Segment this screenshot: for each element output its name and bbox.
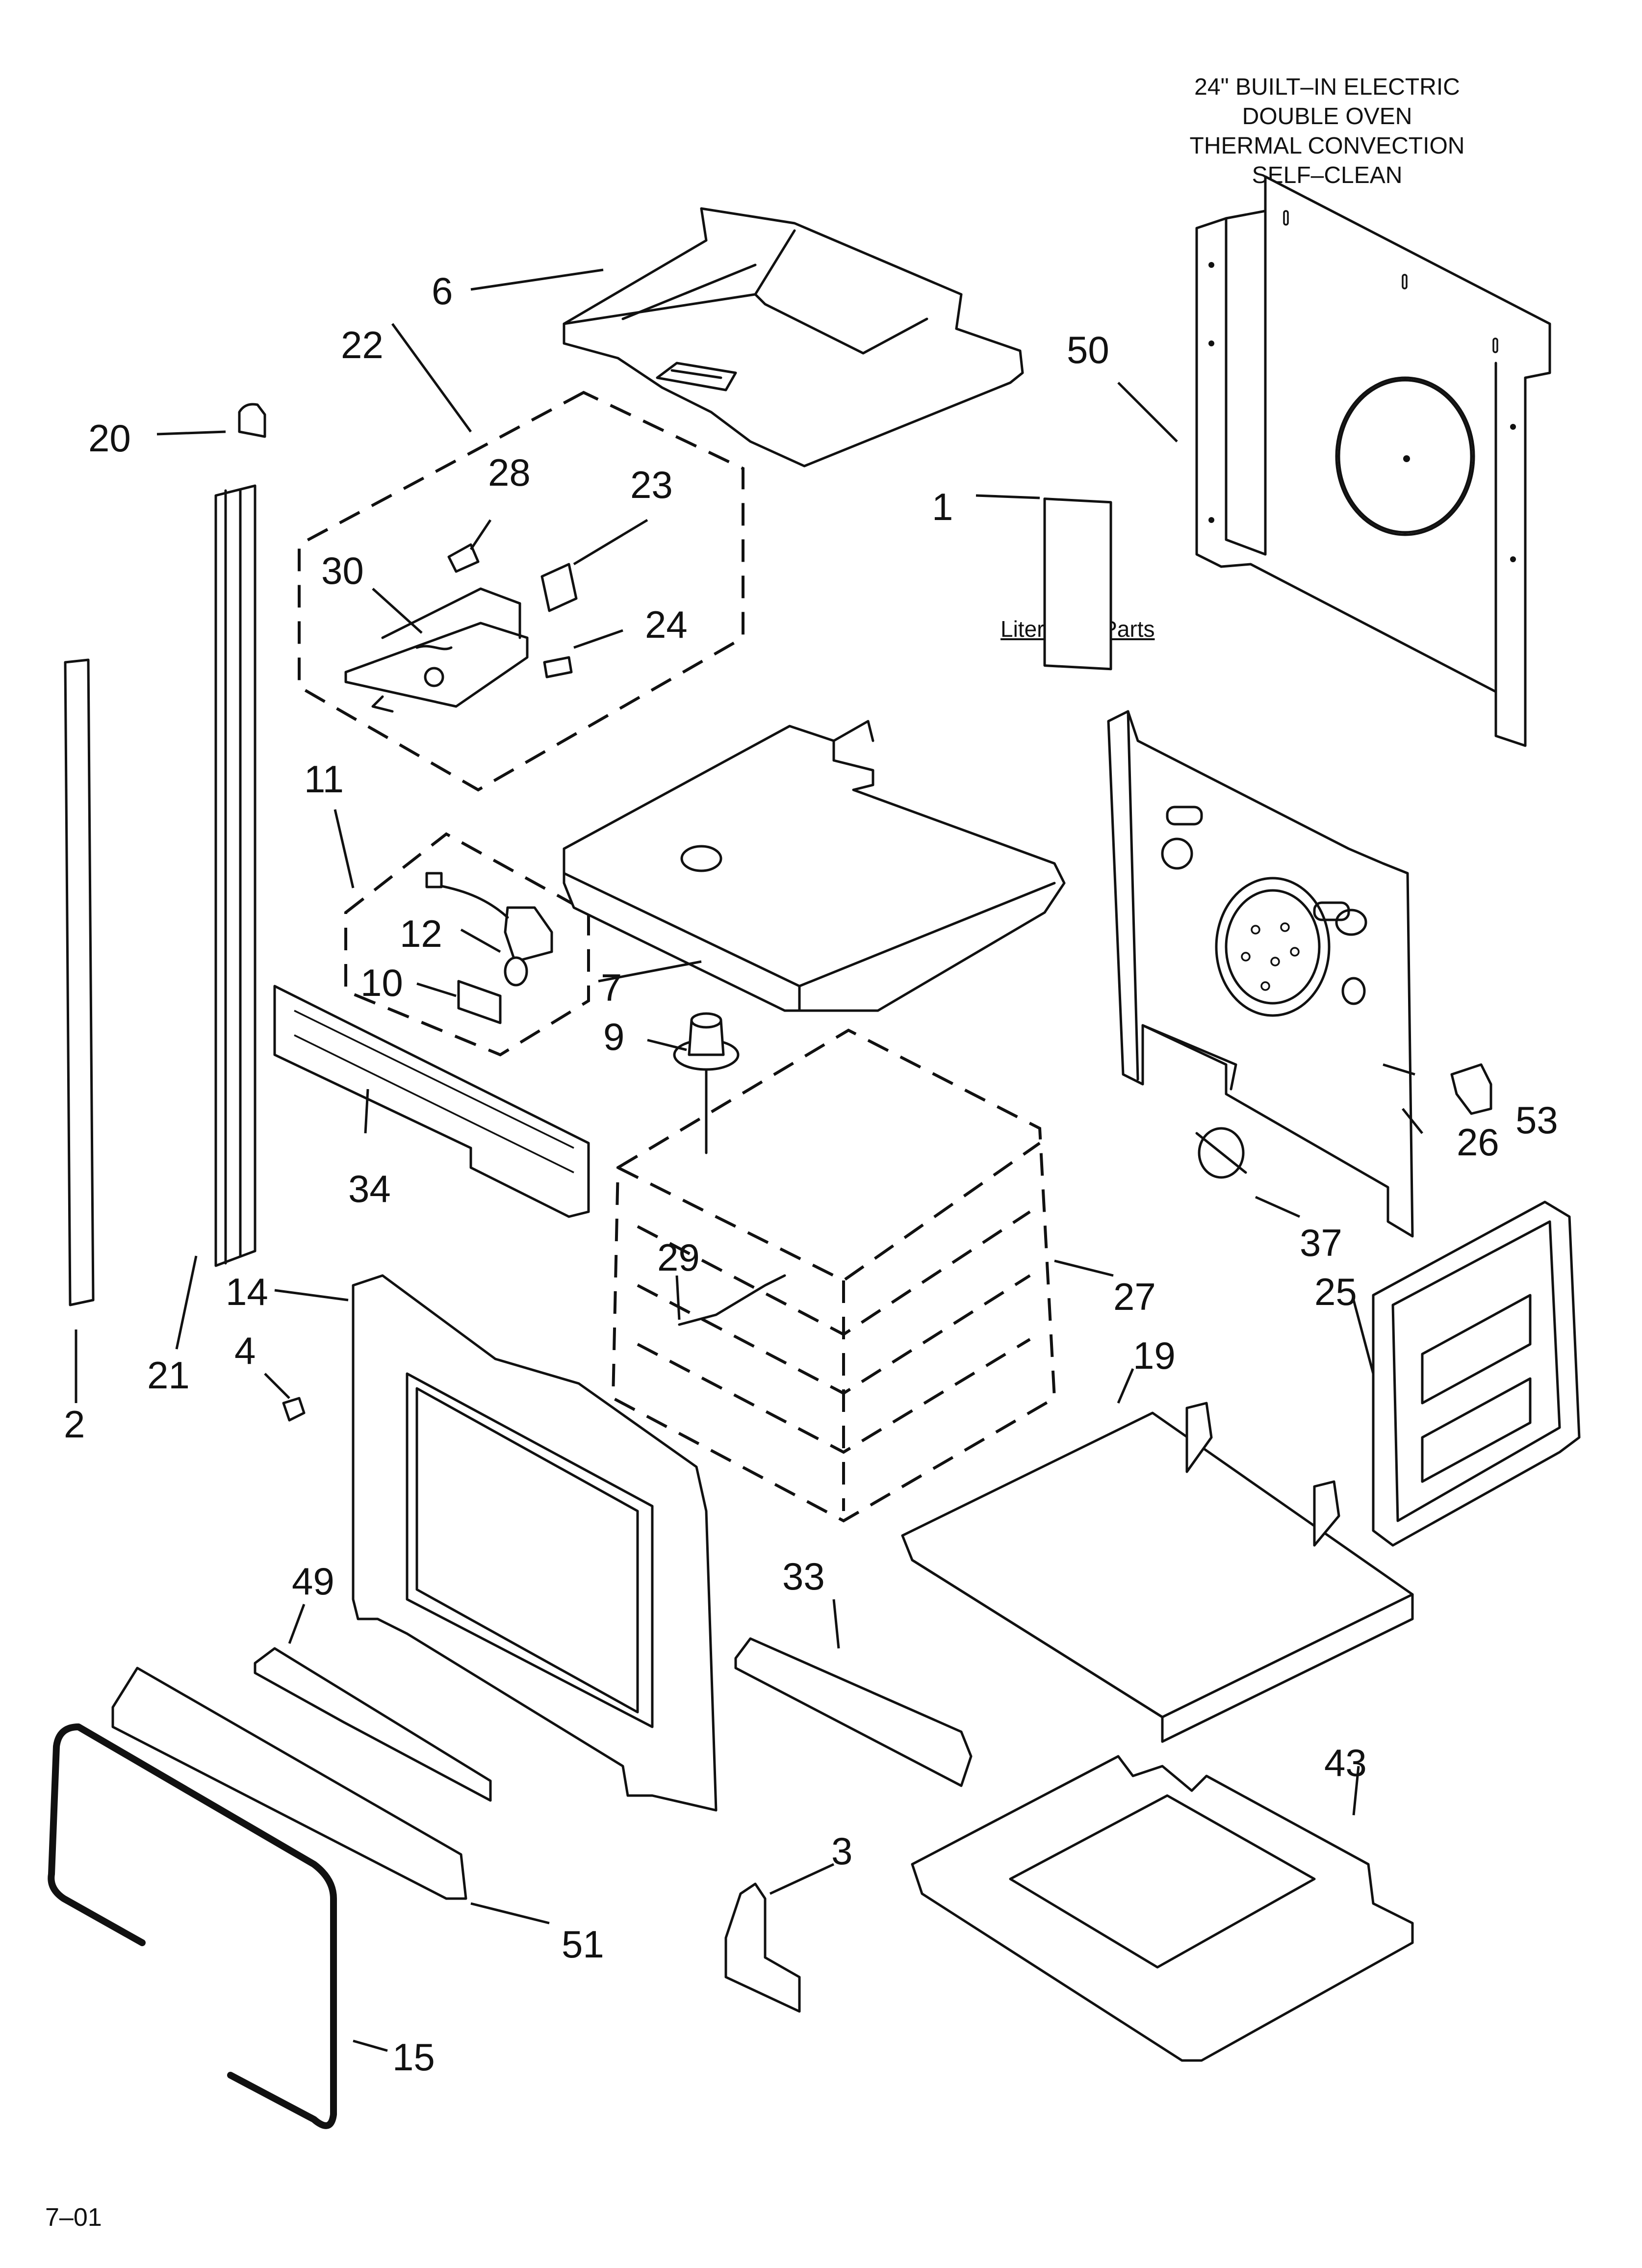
part-43-bottom-tray — [911, 1755, 1414, 2062]
callout-30: 30 — [321, 549, 364, 592]
callout-1: 1 — [932, 485, 953, 528]
callout-3: 3 — [831, 1829, 852, 1873]
callout-4: 4 — [234, 1329, 256, 1372]
part-4-screw — [282, 1397, 306, 1422]
callout-numbers: 6 22 50 20 28 23 1 30 24 11 12 10 7 9 34… — [64, 269, 1558, 2079]
part-1-literature — [1043, 497, 1112, 671]
callout-50: 50 — [1067, 328, 1109, 371]
callout-21: 21 — [147, 1354, 190, 1397]
callout-26: 26 — [1457, 1121, 1499, 1164]
callout-2: 2 — [64, 1403, 85, 1446]
callout-49: 49 — [292, 1560, 334, 1603]
callout-23: 23 — [630, 463, 673, 506]
callout-6: 6 — [432, 269, 453, 313]
callout-7: 7 — [601, 966, 622, 1009]
callout-33: 33 — [782, 1555, 825, 1598]
part-25-side-panel — [1372, 1200, 1581, 1547]
part-26-convection-shroud — [1107, 710, 1414, 1238]
callout-29: 29 — [657, 1236, 700, 1279]
callout-11: 11 — [304, 757, 344, 801]
callout-20: 20 — [88, 417, 131, 460]
part-51-vent-trim — [111, 1667, 467, 1900]
part-33-bracket — [734, 1637, 973, 1787]
callout-24: 24 — [645, 603, 688, 646]
leader-lines — [75, 268, 1423, 2052]
part-20-cap — [238, 403, 266, 438]
callout-10: 10 — [360, 961, 403, 1004]
part-21-side-trim — [214, 484, 257, 1267]
part-29-sensor — [678, 1274, 786, 1326]
part-19-bottom-panel — [901, 1402, 1414, 1743]
part-22-switch-group — [298, 391, 744, 792]
callout-19: 19 — [1133, 1334, 1176, 1377]
part-2-vertical-trim — [64, 658, 95, 1306]
title-line-2: DOUBLE OVEN — [1242, 104, 1412, 130]
part-15-door-gasket — [48, 1723, 337, 2129]
title-line-3: THERMAL CONVECTION — [1189, 133, 1465, 159]
part-49-trim — [254, 1647, 492, 1802]
callout-22: 22 — [341, 323, 384, 366]
part-27-oven-cavity — [611, 1028, 1056, 1523]
callout-12: 12 — [400, 912, 442, 955]
date-code: 7–01 — [45, 2203, 102, 2232]
title-line-1: 24" BUILT–IN ELECTRIC — [1194, 74, 1460, 100]
callout-51: 51 — [562, 1923, 604, 1966]
part-7-top-tray — [563, 720, 1066, 1012]
callout-43: 43 — [1324, 1741, 1367, 1784]
callout-15: 15 — [392, 2035, 435, 2079]
callout-14: 14 — [226, 1270, 268, 1313]
callout-34: 34 — [348, 1167, 391, 1210]
part-9-fan-motor — [673, 1012, 740, 1154]
part-6-top-panel — [563, 207, 1024, 468]
part-3-bracket — [724, 1882, 801, 2013]
part-34-vent-grille — [273, 985, 590, 1218]
part-50-rear-panel — [1195, 175, 1551, 747]
diagram-title: 24" BUILT–IN ELECTRIC DOUBLE OVEN THERMA… — [1141, 73, 1514, 190]
callout-37: 37 — [1300, 1221, 1342, 1264]
part-37-thermostat — [1195, 1127, 1247, 1179]
part-11-light-group — [344, 832, 590, 1057]
callout-28: 28 — [488, 451, 531, 494]
callout-53: 53 — [1515, 1098, 1558, 1142]
part-14-front-frame — [352, 1274, 718, 1812]
part-53-bracket — [1450, 1063, 1492, 1115]
callout-25: 25 — [1314, 1270, 1357, 1313]
callout-27: 27 — [1113, 1275, 1156, 1318]
callout-9: 9 — [603, 1015, 624, 1058]
